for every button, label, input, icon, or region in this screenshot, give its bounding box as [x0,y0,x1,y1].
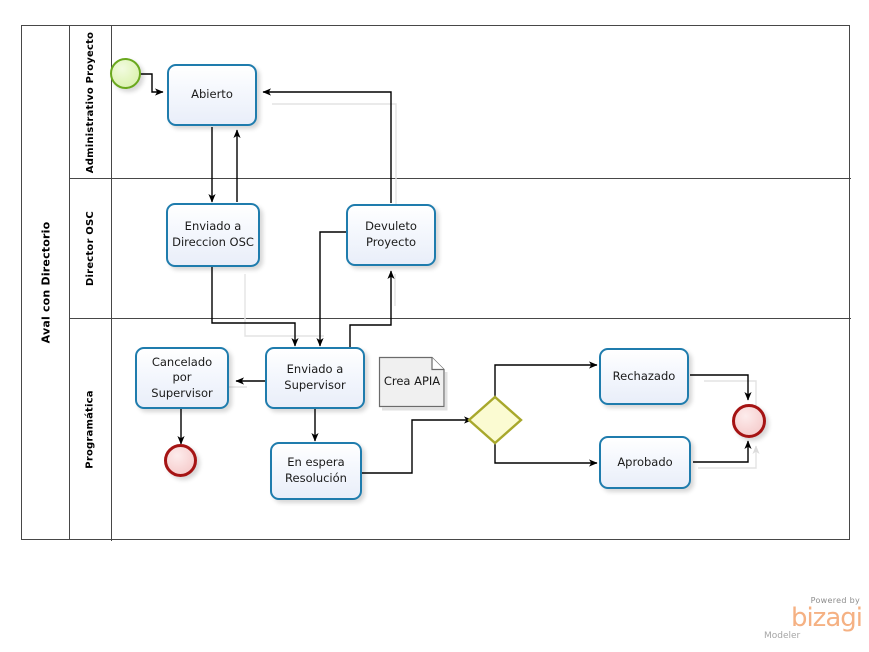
task-aprobado[interactable]: Aprobado [599,436,691,489]
task-cancelado-por-supervisor-label-line1: Cancelado por [151,354,213,385]
pool-header: Aval con Directorio [22,26,70,539]
lane-programatica[interactable]: Programática [70,318,851,541]
lane-header-programatica: Programática [70,318,112,541]
logo-powered-by-text: Powered by [810,596,860,605]
task-devuleto-proyecto-label-line2: Proyecto [366,235,416,249]
task-enviado-a-supervisor-label-line1: Enviado a [286,362,344,377]
pool-title: Aval con Directorio [39,221,53,344]
logo-edition: Modeler [764,631,801,641]
task-devuleto-proyecto-label-line1: Devuleto [365,219,417,234]
lane-label-administrativo: Administrativo Proyecto [85,31,96,173]
task-en-espera-resolucion-label-line2: Resolución [285,471,347,485]
lane-divider-2 [70,318,851,319]
task-en-espera-resolucion-label-line1: En espera [287,455,345,470]
start-event[interactable] [110,58,141,89]
task-cancelado-por-supervisor-label-line2: Supervisor [151,385,213,400]
lane-divider-1 [70,178,851,179]
task-enviado-a-supervisor[interactable]: Enviado a Supervisor [265,347,365,409]
lane-label-director: Director OSC [85,210,97,286]
task-abierto[interactable]: Abierto [167,64,257,126]
logo-wordmark: bizagi [790,603,863,633]
task-rechazado-label: Rechazado [612,368,676,383]
task-en-espera-resolucion[interactable]: En espera Resolución [270,442,362,500]
end-event-final[interactable] [732,404,766,438]
lane-director-osc[interactable]: Director OSC [70,178,851,318]
task-devuleto-proyecto[interactable]: Devuleto Proyecto [346,204,436,266]
task-enviado-direccion-osc[interactable]: Enviado a Direccion OSC [166,203,260,267]
data-object-crea-apia-label: Crea APIA [383,374,441,388]
lane-header-director: Director OSC [70,178,112,318]
bizagi-logo: Powered by bizagi Modeler [762,596,863,644]
data-object-crea-apia[interactable]: Crea APIA [378,356,448,411]
task-enviado-direccion-osc-label-line1: Enviado a [184,219,242,234]
task-rechazado[interactable]: Rechazado [599,348,689,405]
task-cancelado-por-supervisor[interactable]: Cancelado por Supervisor [135,347,229,409]
task-aprobado-label: Aprobado [617,454,673,469]
lane-administrativo-proyecto[interactable]: Administrativo Proyecto [70,26,851,178]
pool-aval-con-directorio[interactable]: Aval con Directorio Administrativo Proye… [21,25,851,541]
task-enviado-a-supervisor-label-line2: Supervisor [284,378,346,392]
lane-label-programatica: Programática [85,390,97,469]
task-abierto-label: Abierto [191,87,233,102]
lane-header-administrativo: Administrativo Proyecto [70,26,112,178]
document-icon [378,356,448,411]
task-enviado-direccion-osc-label-line2: Direccion OSC [172,235,254,249]
end-event-cancelado[interactable] [164,444,197,477]
